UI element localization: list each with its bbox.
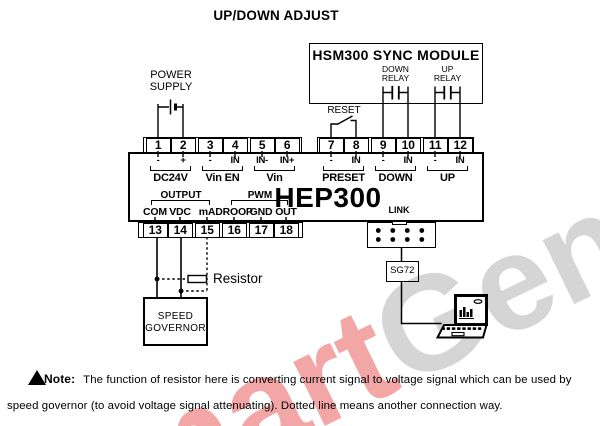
link-connector (367, 222, 436, 248)
device-name: HEP300 (274, 182, 382, 213)
terminal-10: 10 (396, 137, 421, 153)
hep300-body-box (128, 151, 484, 222)
terminal-strip-top-left (143, 136, 302, 153)
group-label-pwm: PWM (247, 189, 273, 201)
signal-vdc: VDC (169, 205, 191, 218)
group-label-vin: Vin (266, 172, 283, 184)
group-label-preset: PRESET (322, 172, 365, 184)
sg72-wires (400, 247, 442, 325)
note-text-1: The function of resistor here is convert… (83, 373, 572, 386)
terminal-9: 9 (371, 137, 396, 153)
terminal-4: 4 (223, 137, 248, 153)
hsm300-module-box (309, 42, 483, 104)
governor-wires (156, 237, 182, 297)
laptop-icon (435, 294, 488, 339)
terminal-8: 8 (344, 137, 369, 153)
terminal-6-sign: IN+ (279, 155, 295, 166)
power-supply-line2: SUPPLY (149, 80, 193, 93)
hsm300-module-title: HSM300 SYNC MODULE (312, 47, 480, 63)
down-relay-label-line1: DOWN (382, 63, 409, 74)
speed-governor-line2: GOVERNOR (145, 322, 206, 334)
terminal-11: 11 (423, 137, 448, 153)
resistor-label: Resistor (213, 271, 263, 286)
terminal-16: 16 (222, 222, 247, 238)
power-supply-label: POWER SUPPLY (141, 69, 201, 93)
bracket-vin (254, 166, 295, 171)
sg72-box: SG72 (386, 261, 419, 282)
terminal-12-sign: IN (455, 155, 465, 166)
signal-com: COM (143, 205, 167, 218)
signal-droop: DROOP (215, 205, 253, 218)
dotted-connection (154, 237, 208, 294)
up-relay-contact-icon (434, 86, 461, 139)
terminal-3: 3 (198, 137, 223, 153)
bracket-output (151, 200, 210, 205)
bracket-preset (323, 166, 364, 171)
power-supply-line1: POWER (150, 69, 192, 81)
terminal-7: 7 (319, 137, 344, 153)
terminal-15: 15 (195, 222, 220, 238)
note-line2: speed governor (to avoid voltage signal … (7, 399, 503, 412)
terminal-13: 13 (143, 222, 168, 238)
up-relay-label: UP RELAY (418, 63, 478, 84)
up-relay-label-line1: UP (441, 63, 454, 74)
terminal-11-sign: - (433, 155, 437, 166)
terminal-5: 5 (250, 137, 275, 153)
terminal-9-sign: - (381, 155, 385, 166)
terminal-strip-top-right (316, 136, 474, 153)
group-label-vin-en: Vin EN (205, 172, 240, 184)
group-label-down: DOWN (378, 172, 413, 184)
terminal-5-sign: IN- (256, 155, 268, 166)
group-label-output: OUTPUT (160, 189, 202, 201)
down-relay-contact-icon (382, 86, 409, 139)
bracket-dc24v (150, 166, 191, 171)
terminal-ticks-top (157, 151, 461, 157)
terminal-2-sign: + (180, 155, 186, 166)
terminal-3-sign: - (208, 155, 212, 166)
bracket-down (375, 166, 416, 171)
terminal-6: 6 (275, 137, 300, 153)
note-line1: Note: The function of resistor here is co… (44, 372, 572, 386)
signal-ma: mA (198, 205, 216, 218)
signal-gnd: GND (249, 205, 273, 218)
terminal-18: 18 (274, 222, 299, 238)
battery-icon (157, 99, 184, 139)
note-label: Note: (44, 371, 76, 386)
terminal-7-sign: - (329, 155, 333, 166)
terminal-8-sign: IN (351, 155, 361, 166)
terminal-ticks-bottom (154, 217, 287, 222)
signal-out: OUT (275, 205, 297, 218)
down-relay-label-line2: RELAY (381, 73, 410, 83)
link-connector-notch (391, 220, 407, 226)
reset-switch-icon (330, 115, 357, 139)
link-connector-pins (375, 228, 425, 242)
terminal-14: 14 (168, 222, 193, 238)
speed-governor-box: SPEED GOVERNOR (143, 296, 208, 346)
bracket-up (427, 166, 468, 171)
terminal-1: 1 (146, 137, 171, 153)
terminal-4-sign: IN (230, 155, 240, 166)
junction-dot (178, 288, 184, 294)
down-relay-label: DOWN RELAY (366, 63, 426, 84)
reset-label: RESET (327, 105, 361, 116)
junction-dot (154, 276, 160, 282)
resistor-icon (187, 274, 208, 284)
group-label-up: UP (440, 172, 455, 184)
terminal-strip-bottom (138, 221, 303, 238)
warning-icon (28, 369, 46, 385)
terminal-17: 17 (249, 222, 274, 238)
speed-governor-line1: SPEED (157, 310, 194, 322)
terminal-1-sign: - (156, 155, 160, 166)
up-relay-label-line2: RELAY (433, 73, 462, 83)
bracket-pwm (231, 200, 288, 205)
link-label: LINK (388, 205, 410, 215)
terminal-2: 2 (171, 137, 196, 153)
terminal-12: 12 (448, 137, 473, 153)
group-label-dc24v: DC24V (153, 172, 188, 184)
bracket-vin-en (202, 166, 243, 171)
page-title: UP/DOWN ADJUST (213, 8, 339, 23)
terminal-10-sign: IN (403, 155, 413, 166)
